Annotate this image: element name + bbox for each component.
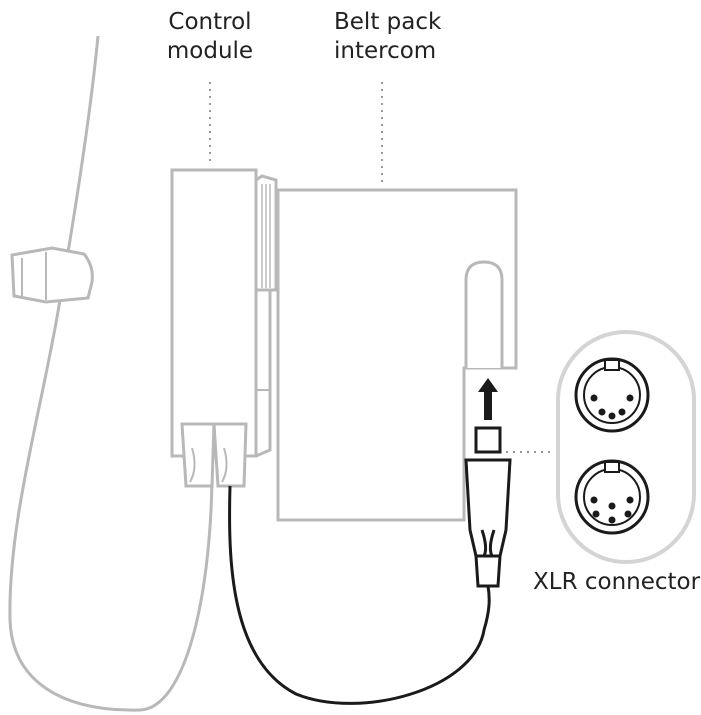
cable-clip bbox=[10, 246, 94, 304]
label-control-module-line2: module bbox=[166, 38, 254, 64]
label-control-module: Control module bbox=[164, 8, 256, 66]
control-module-body bbox=[170, 168, 258, 458]
belt-pack-slot bbox=[464, 260, 504, 368]
label-belt-pack-intercom: Belt pack intercom bbox=[334, 8, 441, 66]
control-module-grip bbox=[261, 184, 271, 288]
label-belt-pack-line2: intercom bbox=[334, 38, 437, 64]
headset-cable bbox=[8, 35, 214, 712]
control-module-lower bbox=[255, 288, 272, 458]
label-control-module-line1: Control bbox=[168, 9, 252, 35]
xlr-plug bbox=[464, 426, 512, 588]
label-xlr-connector: XLR connector bbox=[533, 569, 701, 595]
control-module-jack-left bbox=[180, 422, 216, 488]
control-module-jack-right-inner bbox=[221, 447, 228, 483]
xlr-socket-top bbox=[574, 357, 650, 433]
label-belt-pack-line1: Belt pack bbox=[334, 9, 442, 35]
belt-pack-body bbox=[276, 188, 518, 522]
control-module-jack-left-inner bbox=[189, 447, 196, 483]
control-module-jack-right bbox=[212, 422, 248, 488]
intercom-cable bbox=[228, 485, 491, 705]
insert-arrow-icon bbox=[478, 378, 498, 420]
xlr-socket-bottom bbox=[574, 459, 650, 535]
